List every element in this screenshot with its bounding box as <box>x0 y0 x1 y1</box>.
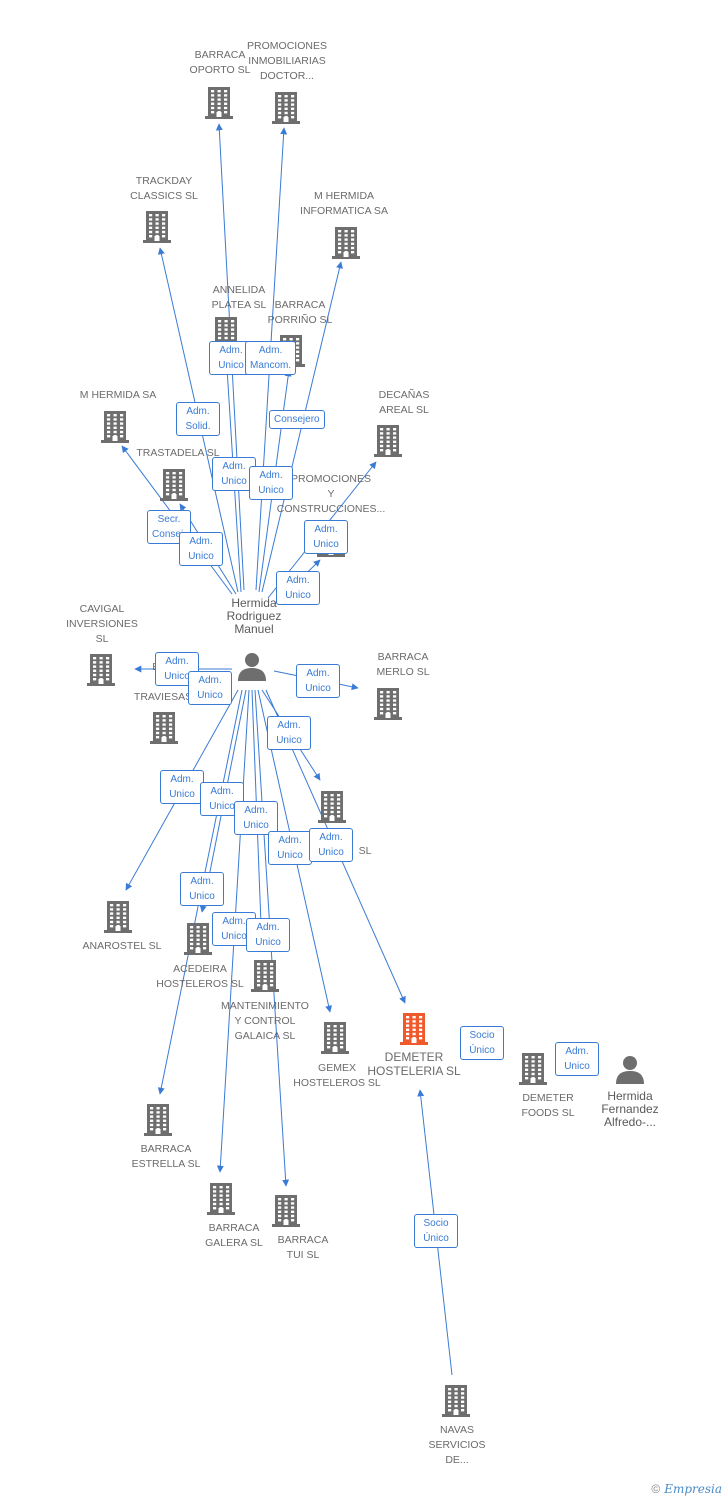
building-icon <box>400 1011 428 1050</box>
node-label: CAVIGAL INVERSIONES SL <box>66 603 138 645</box>
edge-role-label: Consejero <box>269 410 325 429</box>
building-icon <box>144 1102 172 1141</box>
building-icon <box>321 1020 349 1059</box>
copyright-symbol: © <box>651 1482 661 1496</box>
edge-role-label: Adm. Unico <box>249 466 293 500</box>
node-label: M HERMIDA SA <box>79 389 157 401</box>
node-label: BARRACA MERLO SL <box>376 651 430 678</box>
edge-role-label: Secr. Consej. <box>147 510 191 544</box>
node-label: DEMETER HOSTELERIA SL <box>367 1050 461 1078</box>
edge-role-label: Adm. Unico <box>234 801 278 835</box>
node-label: GEMEX HOSTELEROS SL <box>293 1062 381 1089</box>
building-icon <box>374 686 402 725</box>
edge-role-label: Socio Único <box>414 1214 458 1248</box>
building-icon <box>160 467 188 506</box>
building-icon <box>150 710 178 749</box>
building-icon <box>272 1193 300 1232</box>
brand-logo[interactable]: Empresia <box>664 1482 722 1496</box>
node-label: Hermida Fernandez Alfredo-... <box>601 1089 659 1129</box>
building-icon <box>205 85 233 124</box>
edge-role-label: Adm. Unico <box>304 520 348 554</box>
node-label: ANNELIDA PLATEA SL <box>211 284 267 311</box>
building-icon <box>101 409 129 448</box>
edge-role-label: Adm. Mancom. <box>245 341 297 375</box>
edge-role-label: Adm. Unico <box>296 664 340 698</box>
building-icon <box>104 899 132 938</box>
edge-role-label: Adm. Unico <box>309 828 353 862</box>
building-icon <box>143 209 171 248</box>
node-label: DECAÑAS AREAL SL <box>378 389 430 416</box>
node-label: Hermida Rodriguez Manuel <box>226 596 282 636</box>
edge-role-label: Adm. Unico <box>188 671 232 705</box>
building-icon <box>442 1383 470 1422</box>
edge-role-label: Adm. Unico <box>276 571 320 605</box>
edge-role-label: Adm. Unico <box>160 770 204 804</box>
node-label: BARRACA GALERA SL <box>205 1222 263 1249</box>
copyright-footer: ©Empresia <box>651 1482 722 1496</box>
node-label: NAVAS SERVICIOS DE... <box>428 1424 486 1466</box>
person-icon <box>237 651 267 686</box>
node-label: MANTENIMIENTO Y CONTROL GALAICA SL <box>221 1000 309 1042</box>
edge-role-label: Adm. Unico <box>179 532 223 566</box>
node-label: ACEDEIRA HOSTELEROS SL <box>156 963 244 990</box>
building-icon <box>207 1181 235 1220</box>
edge-role-label: Adm. Unico <box>212 457 256 491</box>
building-icon <box>519 1051 547 1090</box>
edge-role-label: Adm. Unico <box>268 831 312 865</box>
building-icon <box>251 958 279 997</box>
person-icon <box>615 1054 645 1089</box>
building-icon <box>318 789 346 828</box>
node-label: M HERMIDA INFORMATICA SA <box>300 190 388 217</box>
edge-role-label: Socio Único <box>460 1026 504 1060</box>
edge-role-label: Adm. Unico <box>555 1042 599 1076</box>
node-label: TRACKDAY CLASSICS SL <box>130 175 198 202</box>
node-label: BARRACA OPORTO SL <box>189 49 251 76</box>
edge-role-label: Adm. Unico <box>246 918 290 952</box>
node-label: BARRACA ESTRELLA SL <box>131 1143 201 1170</box>
building-icon <box>184 921 212 960</box>
edge-role-label: Adm. Unico <box>267 716 311 750</box>
node-label: BARRACA TUI SL <box>277 1234 329 1261</box>
node-label: PROMOCIONES INMOBILIARIAS DOCTOR... <box>247 40 327 82</box>
building-icon <box>87 652 115 691</box>
node-label: BARRACA PORRIÑO SL <box>267 299 333 326</box>
building-icon <box>374 423 402 462</box>
edge-role-label: Adm. Unico <box>180 872 224 906</box>
building-icon <box>332 225 360 264</box>
node-label: TRASTADELA SL <box>136 447 220 459</box>
node-label: PROMOCIONES Y CONSTRUCCIONES... <box>276 473 386 515</box>
edge-role-label: Adm. Solid. <box>176 402 220 436</box>
building-icon <box>272 90 300 129</box>
node-label: SL <box>358 845 372 857</box>
node-label: DEMETER FOODS SL <box>521 1092 575 1119</box>
node-label: ANAROSTEL SL <box>82 940 162 952</box>
